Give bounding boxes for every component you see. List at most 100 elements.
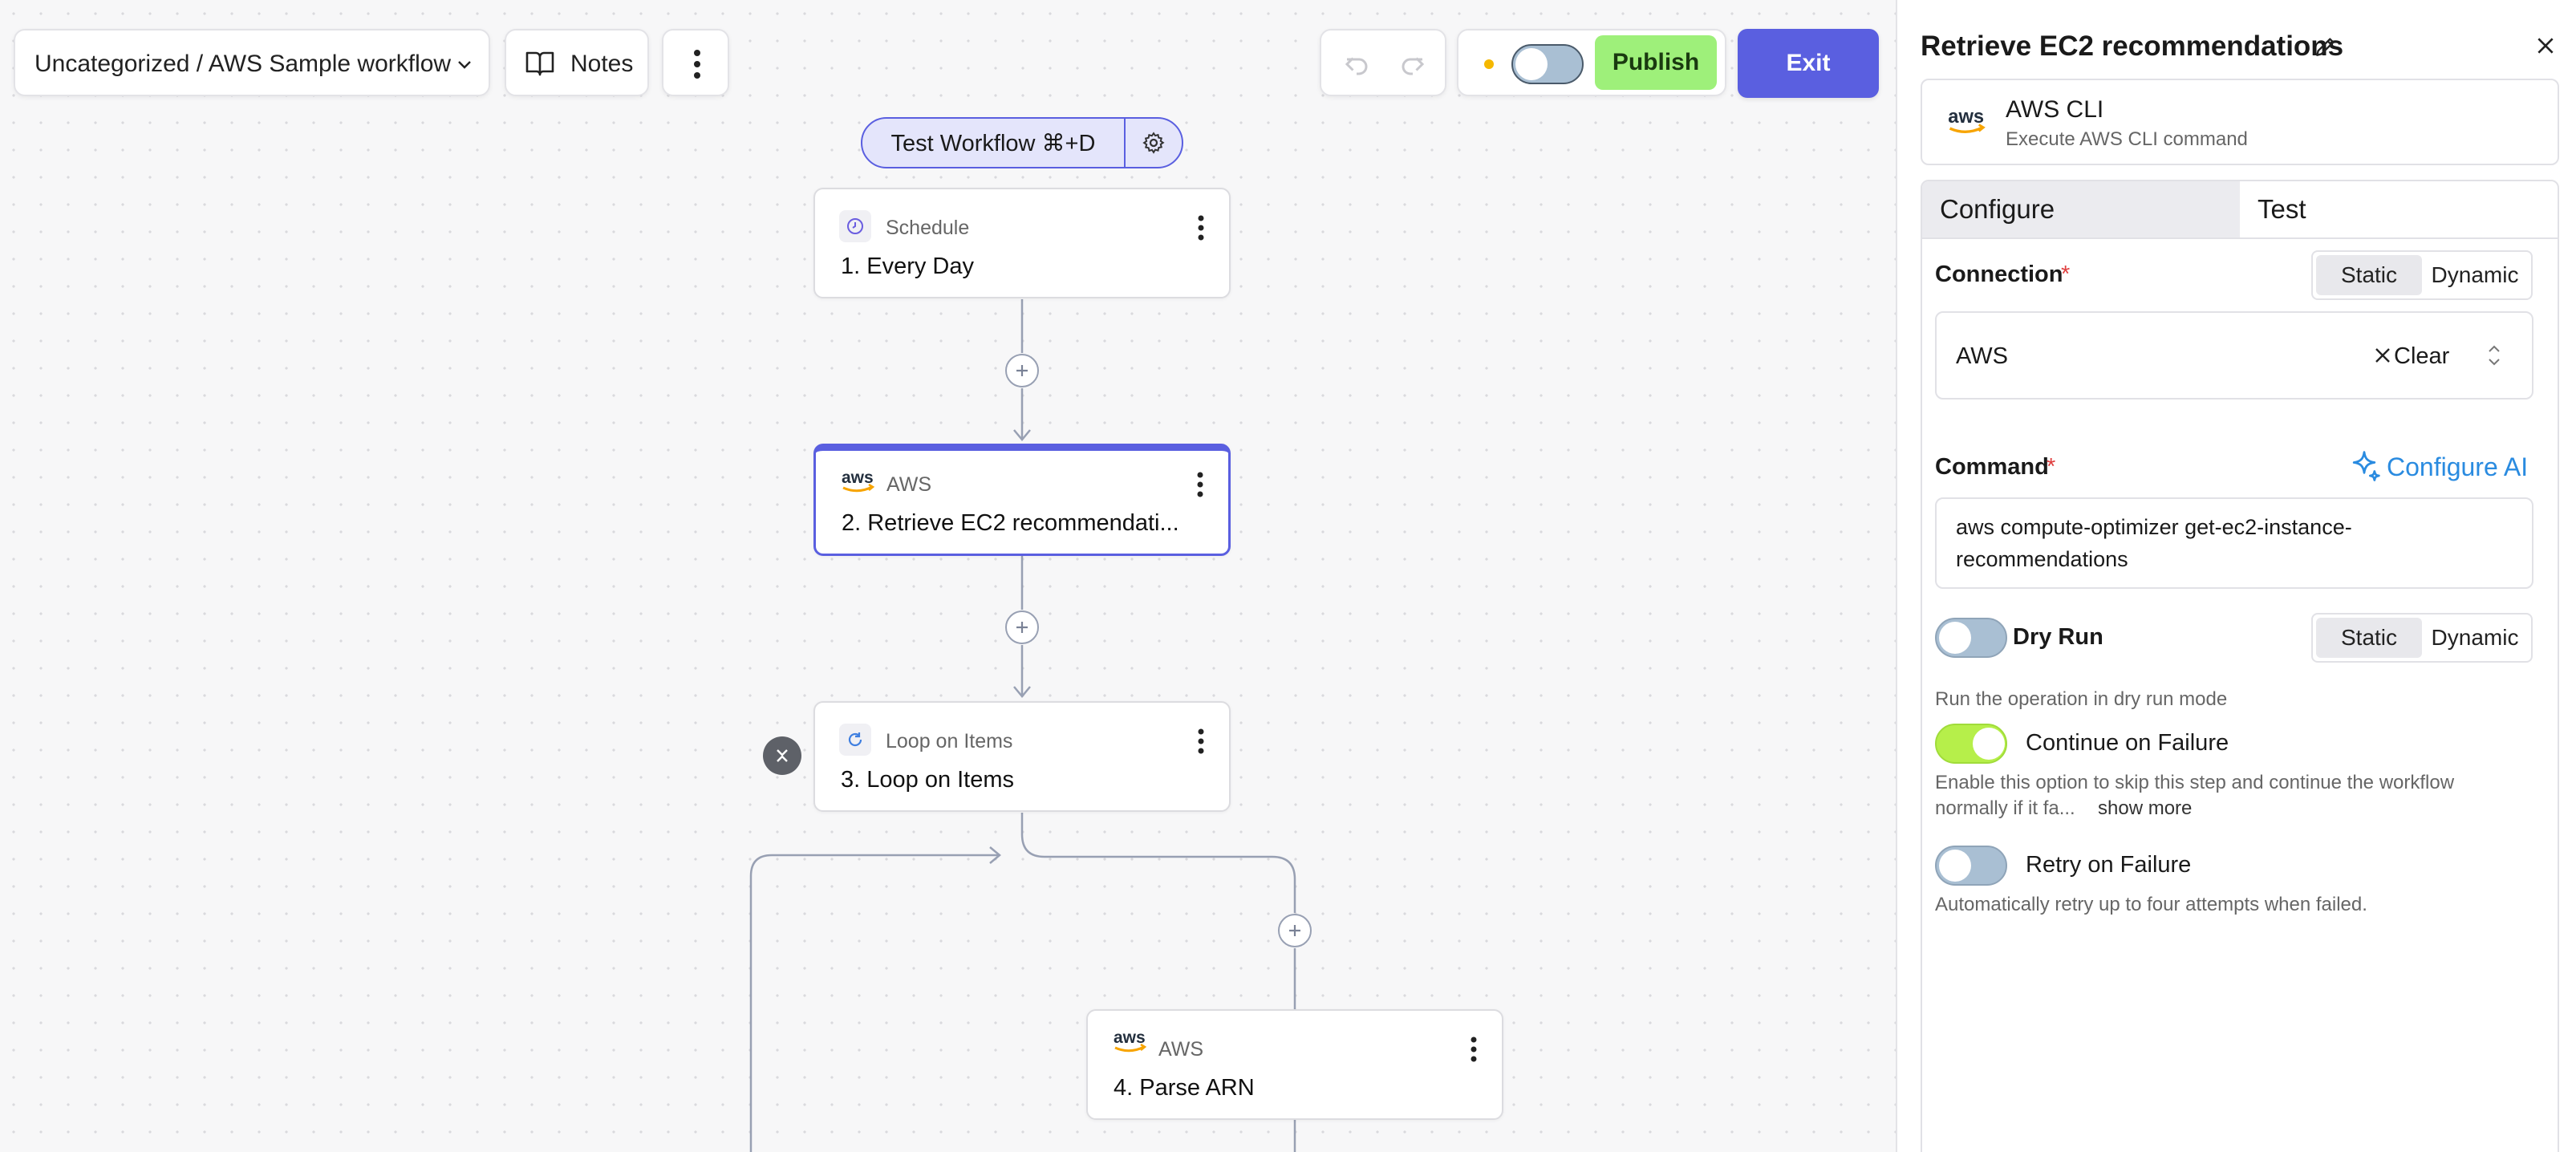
step-config-panel: Retrieve EC2 recommendations aws AWS CLI… [1896,0,2576,1152]
app-description: Execute AWS CLI command [2006,128,2248,150]
exit-button[interactable]: Exit [1738,29,1879,98]
notes-button[interactable]: Notes [505,29,649,96]
command-label: Command [1935,454,2049,480]
add-step-button[interactable] [1005,610,1039,644]
more-vertical-icon [694,50,700,79]
tab-content-border [1921,237,2559,1152]
app-card: aws AWS CLI Execute AWS CLI command [1921,79,2559,165]
node-menu-icon[interactable] [1197,213,1205,242]
undo-redo-group [1320,29,1446,96]
redo-icon[interactable] [1398,50,1427,79]
node-type-label: Loop on Items [886,730,1013,752]
node-type-label: Schedule [886,217,970,239]
node-title: 1. Every Day [841,254,974,279]
edit-pencil-icon[interactable] [2313,34,2339,59]
retry-on-failure-toggle[interactable] [1935,846,2007,886]
undo-icon[interactable] [1342,50,1371,79]
workflow-node-loop[interactable]: Loop on Items 3. Loop on Items [813,701,1231,812]
loop-icon [839,724,871,756]
book-icon [525,51,554,76]
gear-icon [1142,132,1165,154]
publish-label: Publish [1612,49,1700,75]
chevron-updown-icon [2489,345,2500,366]
plus-icon [1289,925,1300,936]
node-title: 2. Retrieve EC2 recommendati... [842,510,1179,536]
sparkle-icon [2352,451,2380,481]
publish-group: Publish [1457,29,1726,96]
svg-text:aws: aws [842,469,874,487]
command-input[interactable]: aws compute-optimizer get-ec2-instance- … [1935,497,2533,589]
close-icon[interactable] [2535,35,2556,56]
test-workflow-button[interactable]: Test Workflow ⌘+D [862,119,1124,167]
workflow-node-aws-retrieve[interactable]: aws AWS 2. Retrieve EC2 recommendati... [813,444,1231,556]
dry-run-toggle[interactable] [1935,618,2007,658]
tab-label: Configure [1940,194,2055,224]
clear-button[interactable]: Clear [2394,343,2450,369]
chevron-down-icon [458,61,471,69]
retry-on-failure-description: Automatically retry up to four attempts … [1935,894,2367,915]
breadcrumb: Uncategorized / AWS Sample workflow [34,51,452,77]
tab-test[interactable]: Test [2240,181,2558,237]
publish-button[interactable]: Publish [1595,35,1717,90]
node-menu-icon[interactable] [1470,1035,1478,1064]
add-step-button[interactable] [1005,354,1039,387]
mode-dynamic-button[interactable]: Dynamic [2431,625,2519,650]
node-menu-icon[interactable] [1197,727,1205,756]
connection-label: Connection [1935,262,2063,287]
workflow-canvas[interactable]: Schedule 1. Every Day aws AWS 2. Retriev… [0,0,1896,1152]
node-type-label: AWS [1158,1038,1204,1061]
status-dot [1484,59,1494,69]
workflow-node-aws-parse[interactable]: aws AWS 4. Parse ARN [1086,1009,1503,1120]
collapse-loop-button[interactable] [763,736,801,775]
connection-select[interactable]: AWS Clear [1935,311,2533,400]
svg-text:aws: aws [1948,107,1984,128]
exit-label: Exit [1786,50,1831,76]
continue-on-failure-toggle[interactable] [1935,724,2007,764]
app-name: AWS CLI [2006,96,2104,123]
command-value-line1: aws compute-optimizer get-ec2-instance- [1956,515,2352,539]
add-step-button[interactable] [1278,914,1312,947]
plus-icon [1016,622,1028,633]
required-marker: * [2047,454,2056,480]
mode-static-button[interactable]: Static [2316,255,2422,295]
test-workflow-control: Test Workflow ⌘+D [861,117,1183,168]
panel-title: Retrieve EC2 recommendations [1921,30,2344,62]
dry-run-label: Dry Run [2013,624,2103,650]
breadcrumb-selector[interactable]: Uncategorized / AWS Sample workflow [14,29,490,96]
node-title: 3. Loop on Items [841,767,1015,793]
node-menu-icon[interactable] [1196,470,1204,499]
continue-on-failure-description-2: normally if it fa... [1935,797,2075,819]
configure-ai-button[interactable]: Configure AI [2347,448,2536,486]
clock-icon [839,210,871,242]
node-type-label: AWS [886,473,932,496]
retry-on-failure-label: Retry on Failure [2026,852,2192,878]
plus-icon [1016,365,1028,376]
mode-dynamic-button[interactable]: Dynamic [2431,262,2519,287]
workflow-connectors [749,299,1296,1152]
required-marker: * [2061,262,2071,287]
show-more-link[interactable]: show more [2098,797,2193,819]
tab-label: Test [2258,194,2306,224]
node-title: 4. Parse ARN [1114,1075,1255,1101]
svg-text:aws: aws [1114,1028,1146,1047]
dry-run-description: Run the operation in dry run mode [1935,688,2228,710]
workflow-active-toggle[interactable] [1511,44,1584,84]
tab-configure[interactable]: Configure [1922,181,2240,237]
test-settings-button[interactable] [1124,119,1182,167]
aws-logo-icon: aws [1948,107,1986,133]
command-value-line2: recommendations [1956,547,2128,571]
continue-on-failure-label: Continue on Failure [2026,730,2229,756]
workflow-node-schedule[interactable]: Schedule 1. Every Day [813,188,1231,298]
clear-x-icon[interactable] [2373,346,2392,365]
continue-on-failure-description: Enable this option to skip this step and… [1935,772,2455,793]
test-workflow-label: Test Workflow ⌘+D [890,130,1096,156]
aws-logo-icon: aws [1114,1028,1147,1053]
configure-ai-label: Configure AI [2387,452,2529,481]
dry-run-mode-toggle: Static Dynamic [2311,613,2533,663]
mode-static-button[interactable]: Static [2316,618,2422,658]
notes-label: Notes [570,51,634,77]
tab-bar: Configure Test [1921,180,2559,239]
more-options-button[interactable] [662,29,729,96]
aws-logo-icon: aws [842,469,875,493]
connection-mode-toggle: Static Dynamic [2311,250,2533,300]
